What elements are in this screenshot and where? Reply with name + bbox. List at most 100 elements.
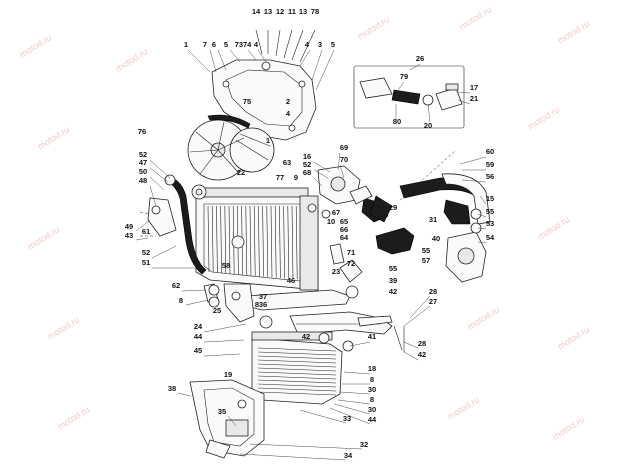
part-callout-c47: 47 xyxy=(139,158,147,167)
part-callout-c30a: 30 xyxy=(368,385,376,394)
oil-cooler xyxy=(251,315,405,405)
part-callout-c27: 27 xyxy=(429,297,437,306)
radiator-fin xyxy=(249,205,252,276)
part-callout-c44b: 44 xyxy=(368,415,377,424)
part-callout-c33: 33 xyxy=(343,414,351,423)
leader-lines xyxy=(135,49,487,461)
part-callout-c61: 61 xyxy=(142,227,150,236)
cooler-fin xyxy=(257,367,337,372)
radiator-fin xyxy=(228,205,231,274)
part-callout-c77: 77 xyxy=(276,173,284,182)
part-callout-c14a: 14 xyxy=(252,7,261,16)
part-callout-c8a: 8 xyxy=(179,296,183,305)
part-callout-c40: 40 xyxy=(432,234,440,243)
part-callout-c15: 15 xyxy=(486,194,494,203)
part-callout-c29: 29 xyxy=(389,203,397,212)
part-callout-c59: 59 xyxy=(486,160,494,169)
radiator-fin xyxy=(295,205,298,280)
part-callout-c10: 10 xyxy=(327,217,335,226)
part-callout-c57: 57 xyxy=(422,256,430,265)
part-callout-c55c: 55 xyxy=(389,264,397,273)
watermark-text: motod.ru xyxy=(446,394,481,421)
cooler-fin xyxy=(257,371,337,376)
part-callout-c7a: 7 xyxy=(203,40,207,49)
watermark-text: motod.ru xyxy=(526,104,561,131)
part-callout-c37: 37 xyxy=(259,292,267,301)
radiator-fin xyxy=(291,205,294,280)
part-callout-c55b: 55 xyxy=(422,246,430,255)
part-callout-c44a: 44 xyxy=(194,332,203,341)
part-callout-c18: 18 xyxy=(368,364,376,373)
part-callout-c7374: 7374 xyxy=(235,40,253,49)
part-callout-c26: 26 xyxy=(416,54,424,63)
part-callout-c75: 75 xyxy=(243,97,251,106)
part-callout-c69: 69 xyxy=(340,143,348,152)
lower-radiator-guard xyxy=(189,379,265,459)
part-callout-c68: 68 xyxy=(303,168,311,177)
part-callout-c2: 2 xyxy=(286,97,290,106)
part-callout-c24: 24 xyxy=(194,322,203,331)
part-callout-c62: 62 xyxy=(172,281,180,290)
part-callout-c5b: 5 xyxy=(331,40,335,49)
part-callout-c8b: 8 xyxy=(255,300,259,309)
part-callout-c42b: 42 xyxy=(302,332,310,341)
watermark-text: motod.ru xyxy=(536,214,571,241)
part-callout-c35: 35 xyxy=(218,407,226,416)
radiator-fin xyxy=(211,205,214,273)
part-callout-c8c: 8 xyxy=(370,375,374,384)
cooler-fin xyxy=(257,347,337,352)
watermark-text: motod.ru xyxy=(556,324,591,351)
radiator-fin xyxy=(224,205,227,274)
part-callout-c71: 71 xyxy=(347,248,355,257)
watermark-text: motod.ru xyxy=(46,314,81,341)
part-callout-c1a: 1 xyxy=(184,40,188,49)
part-callout-c9a: 9 xyxy=(294,173,298,182)
part-callout-c39: 39 xyxy=(389,276,397,285)
cooler-fin xyxy=(257,387,337,392)
part-callout-c3: 3 xyxy=(318,40,322,49)
part-callout-c22: 22 xyxy=(237,168,245,177)
watermark-text: motod.ru xyxy=(356,14,391,41)
cooler-fin xyxy=(257,355,337,360)
part-callout-c48: 48 xyxy=(139,176,147,185)
radiator-fin xyxy=(245,205,248,276)
radiator-fin xyxy=(283,205,285,279)
part-callout-c16: 16 xyxy=(303,152,311,161)
watermark-text: motod.ru xyxy=(26,224,61,251)
part-callout-c32: 32 xyxy=(360,440,368,449)
part-callout-c20: 20 xyxy=(424,121,432,130)
part-callout-c23: 23 xyxy=(332,267,340,276)
radiator-fin xyxy=(220,205,222,274)
part-callout-c52a: 52 xyxy=(139,150,147,159)
part-callout-c51: 51 xyxy=(142,258,150,267)
watermark-text: motod.ru xyxy=(36,124,71,151)
part-callout-c4c: 4 xyxy=(286,109,291,118)
part-callout-c49: 49 xyxy=(125,222,133,231)
part-callout-c34: 34 xyxy=(344,451,353,460)
part-callout-c19: 19 xyxy=(224,370,232,379)
part-callout-c25: 25 xyxy=(213,306,221,315)
part-callout-c43: 43 xyxy=(125,231,133,240)
radiator-fin xyxy=(279,205,281,278)
radiator-fin xyxy=(253,205,256,276)
cooler-fin xyxy=(257,383,337,388)
part-callout-c64: 64 xyxy=(340,233,349,242)
part-callout-c80: 80 xyxy=(393,117,401,126)
part-callout-c6: 6 xyxy=(212,40,216,49)
part-callout-c79: 79 xyxy=(400,72,408,81)
part-callout-c76: 76 xyxy=(138,127,146,136)
part-callout-c58: 58 xyxy=(222,261,230,270)
part-callout-c4b: 4 xyxy=(305,40,310,49)
part-callout-c52b: 52 xyxy=(303,160,311,169)
radiator-fin xyxy=(262,205,264,277)
watermark-text: motod.ru xyxy=(466,304,501,331)
watermark-text: motod.ru xyxy=(114,46,149,73)
part-callout-c63: 63 xyxy=(283,158,291,167)
part-callout-c60: 60 xyxy=(486,147,494,156)
part-callout-c12: 12 xyxy=(276,7,284,16)
part-callout-c31: 31 xyxy=(429,215,437,224)
radiator-fin xyxy=(207,205,210,273)
part-callout-c4a: 4 xyxy=(254,40,259,49)
